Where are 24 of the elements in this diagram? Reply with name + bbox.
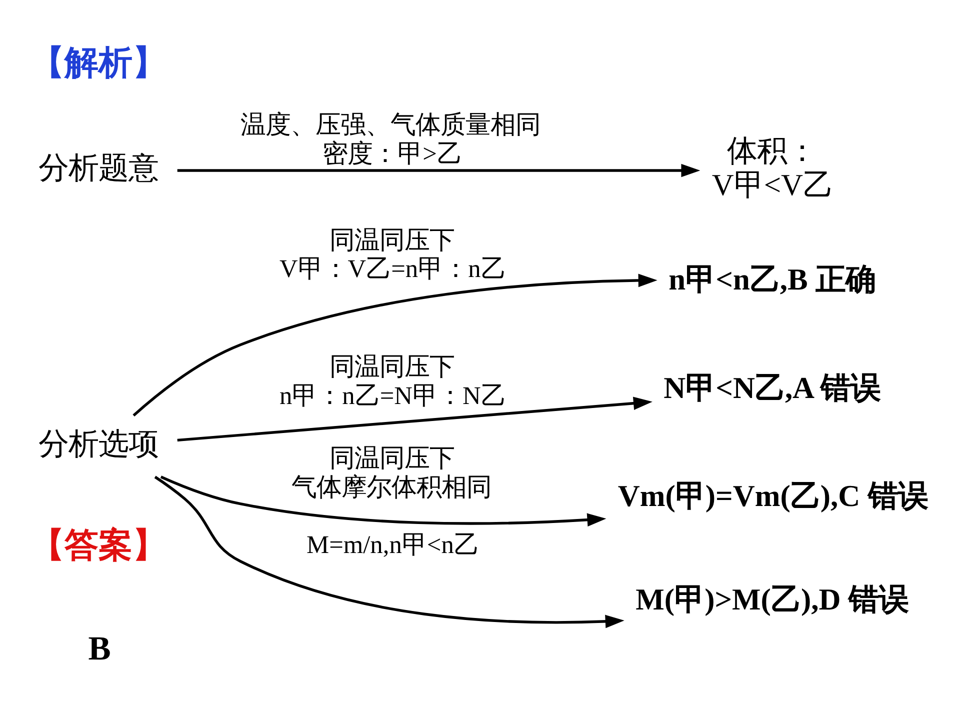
edge-label: 温度、压强、气体质量相同 [240,111,541,140]
edge-label: 气体摩尔体积相同 [291,473,492,502]
arrow [132,274,658,416]
label: B [88,630,111,668]
node-text: 分析题意 [38,150,158,185]
node-text: 分析选项 [38,426,158,461]
edge-label: n甲：n乙=N甲：N乙 [279,382,506,410]
node-text: N甲<N乙,A 错误 [664,370,881,405]
edge-label: 同温同压下 [329,226,454,254]
edge-label: V甲：V乙=n甲：n乙 [279,255,506,284]
edge-label: 同温同压下 [329,444,454,473]
arrow [160,476,606,526]
edge-label: 同温同压下 [329,353,454,382]
arrow [177,164,700,178]
arrow [177,396,652,442]
node-text: n甲<n乙,B 正确 [668,262,876,297]
node-text: 体积： V甲<V乙 [712,134,834,202]
edge-label: M=m/n,n甲<n乙 [306,530,479,559]
node-text: Vm(甲)=Vm(乙),C 错误 [618,479,928,514]
label: 【答案】 [30,527,167,564]
arrow [154,476,624,628]
edge-label: 密度：甲>乙 [322,140,462,168]
node-text: M(甲)>M(乙),D 错误 [636,582,908,616]
label: 【解析】 [30,45,167,82]
